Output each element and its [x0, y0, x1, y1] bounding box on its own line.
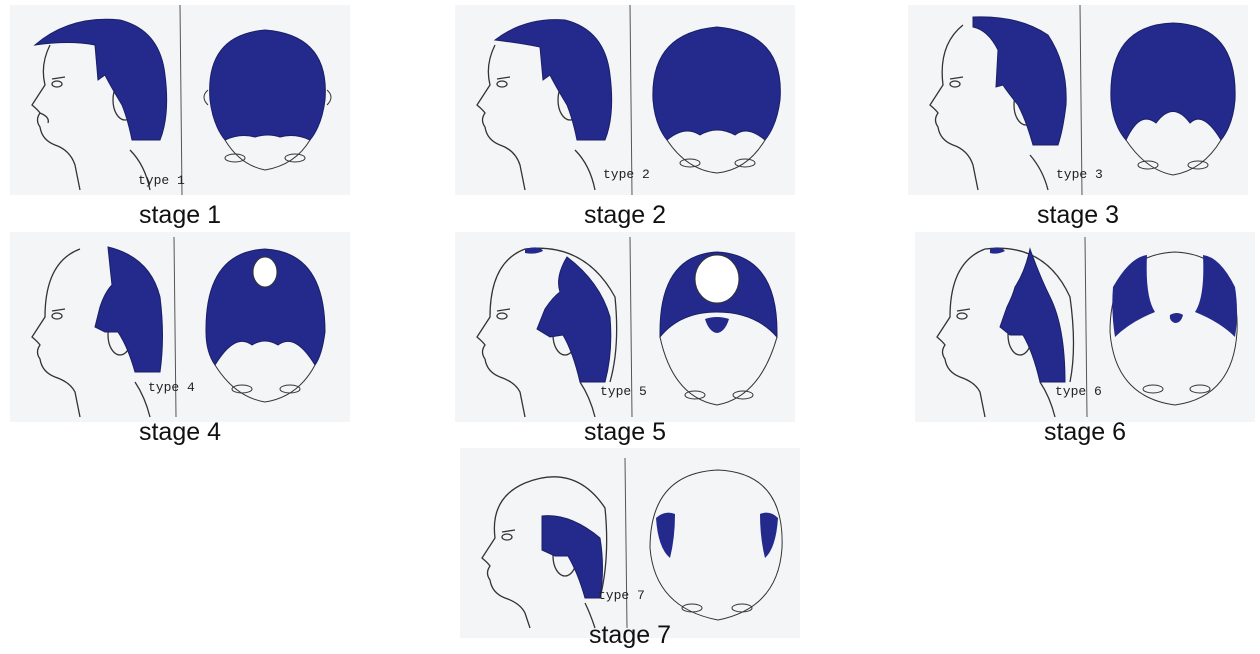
type-label: type 4: [148, 380, 195, 395]
top-view-head: [653, 27, 780, 173]
side-hair: [95, 247, 163, 372]
stage-4-panel: type 4: [10, 232, 350, 422]
stage-7-panel: type 7: [460, 448, 800, 638]
side-hair: [495, 20, 612, 140]
type-label: type 7: [598, 588, 645, 603]
top-view-head: [204, 30, 331, 170]
top-view-head: [650, 470, 782, 620]
top-view-head: [660, 252, 777, 405]
side-hair: [35, 19, 167, 140]
stage-3-panel: type 3: [908, 5, 1248, 195]
stage-caption: stage 6: [915, 417, 1255, 447]
top-view-head: [1111, 23, 1235, 175]
stage-caption: stage 4: [10, 417, 350, 447]
type-label: type 3: [1056, 167, 1103, 182]
top-view-head: [206, 249, 325, 402]
stage-caption: stage 2: [455, 200, 795, 230]
stage-1-illustration: [10, 5, 350, 195]
stage-caption: stage 1: [10, 200, 350, 230]
crown-bald-spot: [253, 257, 277, 287]
left-side-hair: [1112, 255, 1155, 337]
stage-6-panel: type 6: [915, 232, 1255, 422]
side-hair: [1000, 249, 1065, 382]
stage-1-panel: type 1: [10, 5, 350, 195]
top-view-head: [1110, 252, 1237, 405]
stage-2-panel: type 2: [455, 5, 795, 195]
type-label: type 5: [600, 384, 647, 399]
left-temple-hair: [656, 513, 675, 558]
type-label: type 1: [138, 173, 185, 188]
side-hair: [973, 17, 1066, 145]
stage-5-panel: type 5: [455, 232, 795, 422]
type-label: type 2: [603, 167, 650, 182]
side-hair: [542, 516, 603, 598]
right-temple-hair: [760, 513, 778, 558]
frontal-tuft: [705, 317, 729, 333]
stage-caption: stage 7: [460, 620, 800, 650]
divider-line: [180, 5, 182, 195]
stage-7-illustration: [460, 448, 800, 638]
right-side-hair: [1195, 255, 1237, 337]
stage-caption: stage 3: [908, 200, 1248, 230]
stage-caption: stage 5: [455, 417, 795, 447]
type-label: type 6: [1055, 384, 1102, 399]
crown-tuft: [1170, 313, 1183, 323]
crown-bald-spot: [695, 255, 739, 303]
